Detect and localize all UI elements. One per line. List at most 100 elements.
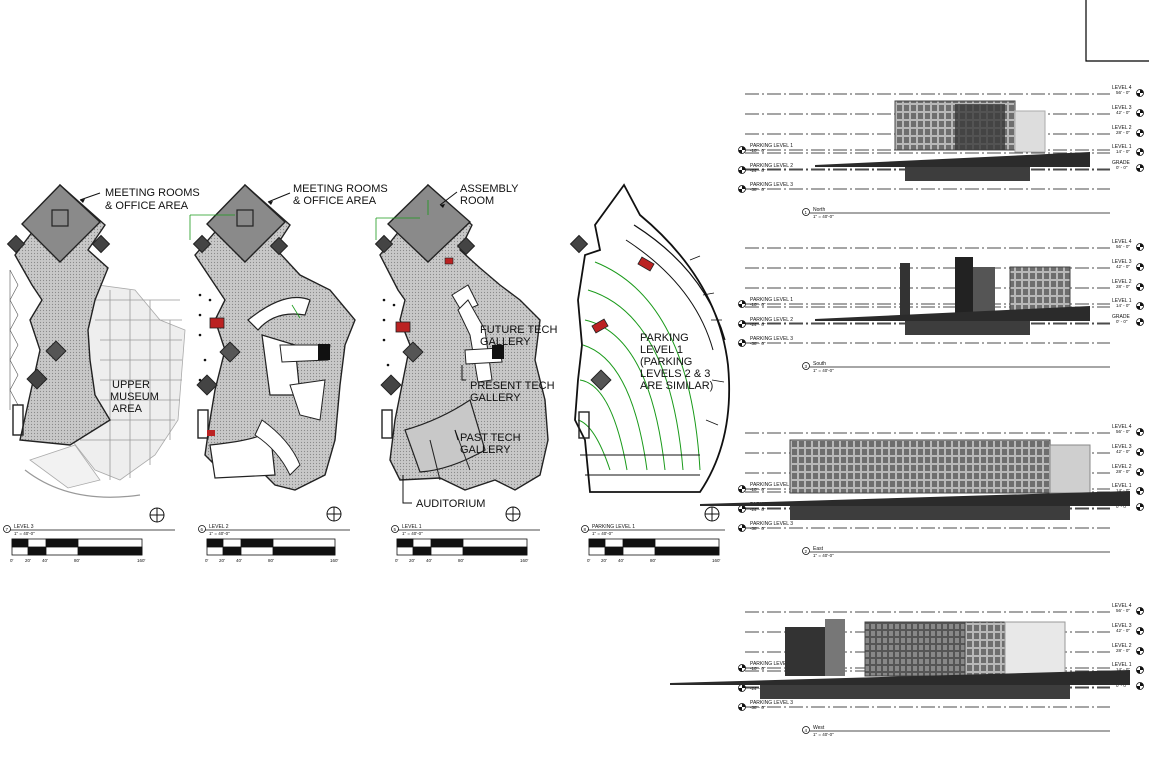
north-arrow-icon — [149, 507, 165, 523]
callout-text: ASSEMBLY — [460, 183, 519, 195]
level-tag: PARKING LEVEL 2 — [750, 317, 793, 323]
level-tag: LEVEL 1 — [1112, 298, 1132, 304]
level-elevation: 0' - 0" — [1116, 683, 1128, 688]
level-tag: LEVEL 1 — [1112, 483, 1132, 489]
callout-text: & OFFICE AREA — [293, 195, 377, 207]
level-tag: LEVEL 2 — [1112, 464, 1132, 470]
svg-text:20': 20' — [25, 558, 31, 563]
svg-text:160': 160' — [520, 558, 529, 563]
level-elevation: 56' - 0" — [1116, 608, 1130, 613]
view-number: 7 — [6, 527, 9, 532]
svg-text:20': 20' — [219, 558, 225, 563]
level-elevation: 56' - 0" — [1116, 90, 1130, 95]
level-elevation: -10' - 0" — [750, 302, 766, 307]
view-scale: 1" = 40'-0" — [813, 368, 834, 373]
callout-text: MEETING ROOMS — [293, 183, 388, 195]
level-elevation: -24' - 0" — [750, 322, 766, 327]
scale-bar — [206, 538, 336, 556]
level-tag: LEVEL 4 — [1112, 85, 1132, 91]
level-elevation: -24' - 0" — [750, 686, 766, 691]
level-elevation: 42' - 0" — [1116, 264, 1130, 269]
level-elevation: 56' - 0" — [1116, 244, 1130, 249]
ground-section — [815, 152, 1090, 167]
north-arrow-icon — [505, 506, 521, 522]
level-tag: LEVEL 3 — [1112, 259, 1132, 265]
north-arrow-icon — [704, 506, 720, 522]
svg-text:0': 0' — [10, 558, 14, 563]
svg-text:40': 40' — [426, 558, 432, 563]
level-tag: LEVEL 2 — [1112, 279, 1132, 285]
area-label: (PARKING — [640, 356, 692, 368]
view-number-bubble — [3, 525, 11, 533]
view-scale: 1" = 40'-0" — [14, 531, 35, 536]
scale-bar — [588, 538, 720, 556]
svg-text:160': 160' — [712, 558, 721, 563]
svg-text:40': 40' — [42, 558, 48, 563]
elevation-west: LEVEL 456' - 0"LEVEL 342' - 0"LEVEL 228'… — [670, 603, 1144, 737]
level-tag: LEVEL 2 — [1112, 125, 1132, 131]
gallery-label: AUDITORIUM — [416, 498, 485, 510]
svg-text:80': 80' — [268, 558, 274, 563]
view-number: 6 — [201, 527, 204, 532]
north-arrow-icon — [326, 506, 342, 522]
view-number-bubble — [802, 547, 810, 555]
view-number: 5 — [394, 527, 397, 532]
gallery-label: PAST TECH — [460, 432, 521, 444]
gallery-label: GALLERY — [460, 444, 511, 456]
svg-text:160': 160' — [137, 558, 146, 563]
level-tag: PARKING LEVEL 1 — [750, 297, 793, 303]
area-label: UPPER — [112, 379, 150, 391]
parking-podium — [905, 167, 1030, 181]
gallery-label: PRESENT TECH — [470, 380, 555, 392]
level-elevation: -38' - 0" — [750, 341, 766, 346]
view-scale: 1" = 40'-0" — [402, 531, 423, 536]
gallery-label: GALLERY — [480, 336, 531, 348]
view-number: 1 — [805, 210, 808, 215]
parking-podium — [760, 685, 1070, 699]
facade-glass — [789, 439, 1051, 494]
area-label: PARKING — [640, 332, 689, 344]
svg-text:0': 0' — [395, 558, 399, 563]
elevation-south: LEVEL 456' - 0"LEVEL 342' - 0"LEVEL 228'… — [738, 239, 1144, 373]
meeting-rooms-block — [21, 184, 102, 263]
view-number-bubble — [391, 525, 399, 533]
view-title: East — [813, 546, 824, 552]
view-scale: 1" = 40'-0" — [813, 553, 834, 558]
gallery-label: GALLERY — [470, 392, 521, 404]
level-elevation: 42' - 0" — [1116, 110, 1130, 115]
parking-outline — [574, 183, 731, 493]
level-tag: LEVEL 4 — [1112, 239, 1132, 245]
level-elevation: 14' - 0" — [1116, 303, 1130, 308]
svg-text:40': 40' — [618, 558, 624, 563]
view-scale: 1" = 40'-0" — [592, 531, 613, 536]
svg-text:160': 160' — [330, 558, 339, 563]
level-tag: LEVEL 1 — [1112, 662, 1132, 668]
elevation-east: LEVEL 456' - 0"LEVEL 342' - 0"LEVEL 228'… — [700, 424, 1144, 558]
view-title: South — [813, 361, 826, 367]
callout-text: MEETING ROOMS — [105, 187, 200, 199]
svg-text:40': 40' — [236, 558, 242, 563]
view-number: 3 — [805, 364, 808, 369]
callout-text: ROOM — [460, 195, 494, 207]
level-tag: LEVEL 3 — [1112, 105, 1132, 111]
level-tag: PARKING LEVEL 2 — [750, 163, 793, 169]
level-elevation: 42' - 0" — [1116, 449, 1130, 454]
ground-section — [700, 491, 1130, 506]
level-elevation: -24' - 0" — [750, 168, 766, 173]
level-elevation: 14' - 0" — [1116, 667, 1130, 672]
level-elevation: 28' - 0" — [1116, 648, 1130, 653]
view-number-bubble — [802, 208, 810, 216]
area-label: MUSEUM — [110, 391, 159, 403]
level-tag: PARKING LEVEL 3 — [750, 521, 793, 527]
area-label: LEVELS 2 & 3 — [640, 368, 710, 380]
plan-level-2: MEETING ROOMS & OFFICE AREA 6 LEVEL 2 1"… — [189, 183, 388, 563]
level-tag: LEVEL 4 — [1112, 603, 1132, 609]
ground-section — [670, 670, 1130, 685]
level-elevation: 28' - 0" — [1116, 130, 1130, 135]
level-elevation: -38' - 0" — [750, 187, 766, 192]
level-tag: PARKING LEVEL 1 — [750, 143, 793, 149]
svg-text:20': 20' — [601, 558, 607, 563]
facade-block — [785, 627, 825, 676]
level-elevation: 56' - 0" — [1116, 429, 1130, 434]
